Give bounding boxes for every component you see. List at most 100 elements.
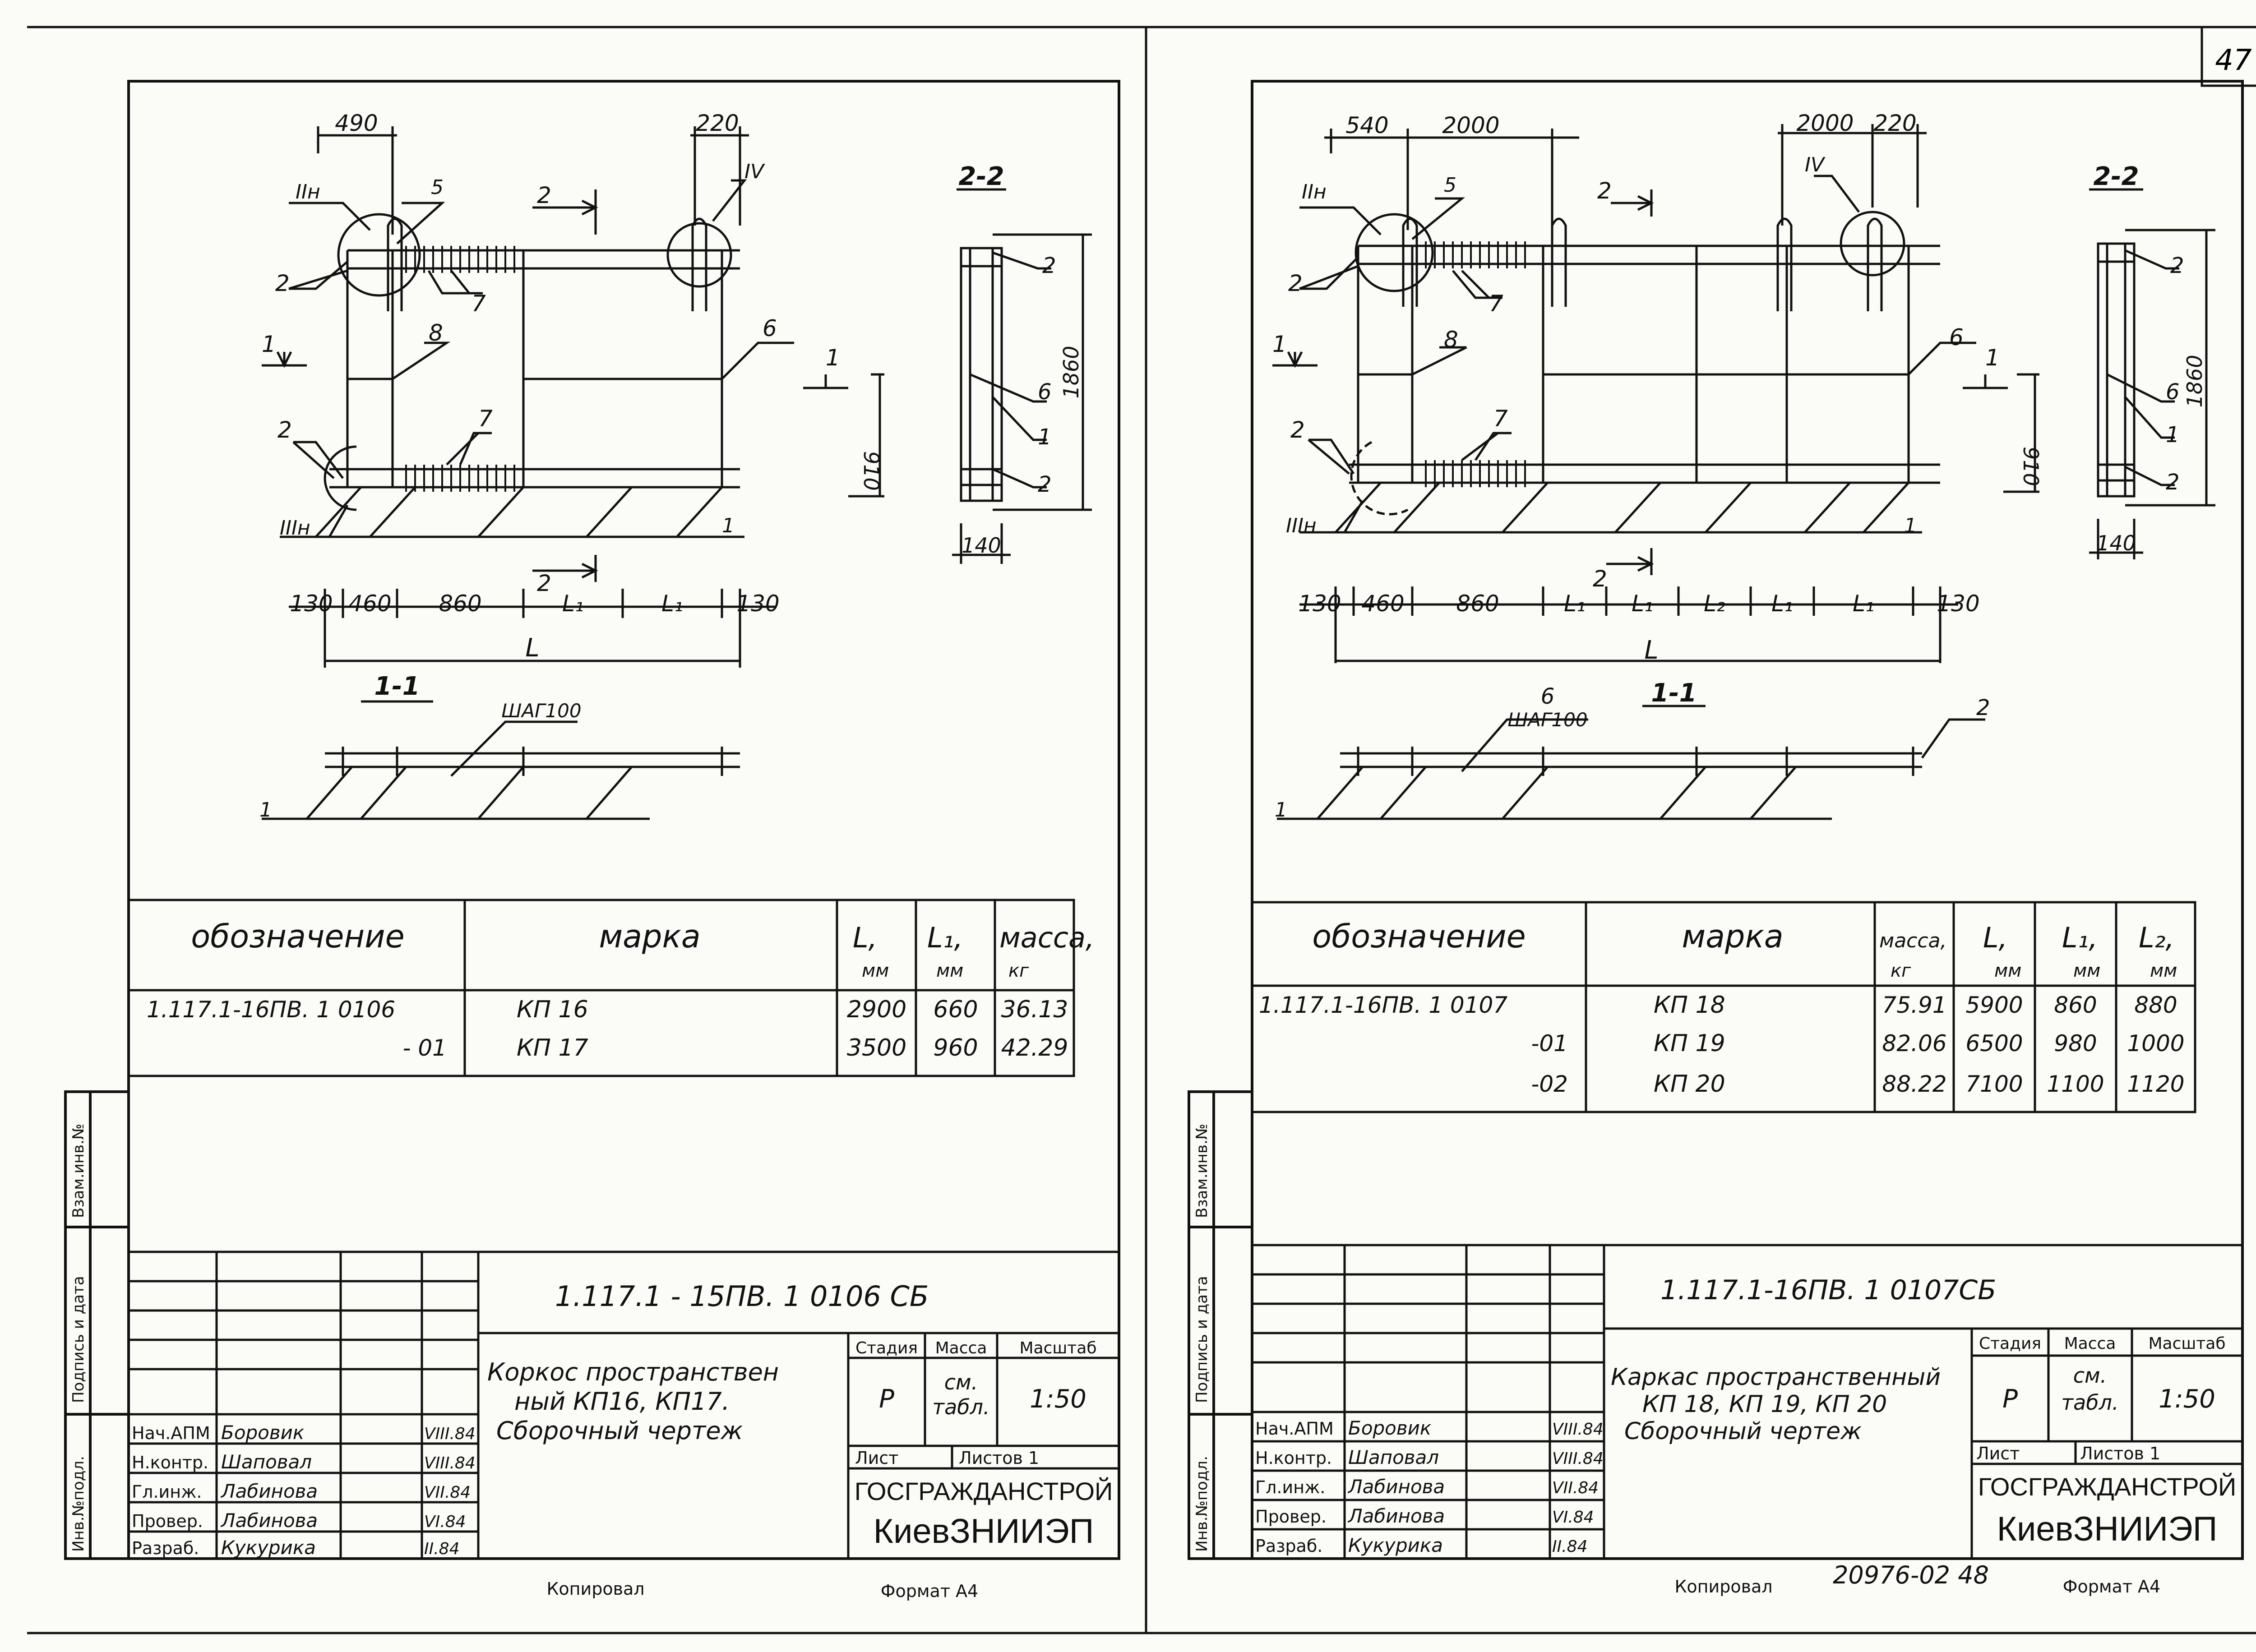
doc-title: Сборочный чертеж — [1624, 1418, 1862, 1445]
table-cell: 7100 — [1965, 1071, 2023, 1097]
callout-1: 1 — [1904, 514, 1917, 537]
top-dim: 490 — [335, 110, 378, 136]
person-name: Шаповал — [221, 1451, 312, 1473]
table-header: L₁, — [927, 921, 963, 954]
person-name: Боровик — [221, 1421, 305, 1444]
total-dim: L — [525, 633, 539, 663]
bottom-dim: L₁ — [562, 591, 584, 617]
callout-1: 1 — [2166, 422, 2180, 448]
table-cell: 6500 — [1965, 1030, 2023, 1057]
side-stamp-swap: Взам.инв.№ — [1193, 1124, 1211, 1218]
doc-title: КП 18, КП 19, КП 20 — [1642, 1391, 1887, 1418]
person-role: Нач.АПМ — [132, 1423, 210, 1443]
person-role: Гл.инж. — [132, 1482, 202, 1502]
person-name: Лабинова — [1347, 1505, 1445, 1527]
dim-1860: 1860 — [1059, 346, 1083, 398]
callout-7: 7 — [472, 291, 486, 317]
callout-5: 5 — [431, 176, 444, 199]
callout-4: IV — [1805, 153, 1826, 176]
bottom-dim: 860 — [1456, 591, 1499, 617]
table-cell: 980 — [2054, 1030, 2097, 1057]
person-name: Лабинова — [1347, 1476, 1445, 1498]
node-label: IIн — [1302, 180, 1327, 203]
person-date: II.84 — [1552, 1537, 1588, 1556]
section-mark: 2 — [1593, 566, 1607, 592]
person-role: Нач.АПМ — [1255, 1419, 1334, 1439]
table-cell: 3500 — [847, 1034, 906, 1061]
left-sheet — [64, 80, 1120, 1560]
callout-1: 1 — [1038, 425, 1052, 450]
callout-2: 2 — [1288, 270, 1303, 296]
table-unit: мм — [936, 960, 963, 981]
table-cell: 1.117.1-16ПВ. 1 0107 — [1259, 992, 1507, 1018]
table-header: L, — [853, 921, 877, 954]
table-cell: 88.22 — [1882, 1071, 1946, 1097]
person-date: VIII.84 — [1552, 1449, 1604, 1468]
doc-code: 1.117.1-16ПВ. 1 0107СБ — [1660, 1274, 1996, 1306]
callout-2: 2 — [1042, 253, 1056, 278]
bottom-dim: 460 — [1361, 591, 1404, 617]
side-stamp-signature: Подпись и дата — [69, 1276, 88, 1403]
dim-140: 140 — [2096, 531, 2136, 555]
doc-title: ный КП16, КП17. — [514, 1387, 730, 1416]
table-unit: кг — [1008, 960, 1029, 981]
callout-6: 6 — [1949, 324, 1964, 351]
table-header: марка — [599, 918, 700, 955]
mass-value: табл. — [2061, 1390, 2118, 1415]
org-1: ГОСГРАЖДАНСТРОЙ — [1978, 1472, 2237, 1501]
person-date: VIII.84 — [424, 1425, 476, 1443]
doc-code: 1.117.1 - 15ПВ. 1 0106 СБ — [555, 1280, 929, 1313]
section-mark: 1 — [1272, 331, 1287, 357]
right-sheet — [1188, 80, 2244, 1560]
section-title: 1-1 — [1651, 678, 1697, 708]
dim-140: 140 — [962, 533, 1001, 558]
table-unit: мм — [2073, 960, 2100, 981]
person-role: Разраб. — [132, 1538, 199, 1558]
table-header: L₂, — [2139, 921, 2174, 954]
table-cell: - 01 — [402, 1035, 447, 1061]
callout-7: 7 — [1489, 291, 1503, 317]
section-mark: 1 — [1985, 345, 2000, 371]
person-name: Боровик — [1348, 1417, 1432, 1439]
callout-7: 7 — [478, 406, 493, 432]
table-cell: КП 16 — [517, 996, 588, 1023]
callout-4: IV — [744, 160, 765, 183]
stage-label: Стадия — [855, 1339, 918, 1357]
table-cell: 82.06 — [1882, 1030, 1946, 1057]
bottom-dim: L₁ — [1632, 591, 1653, 617]
bottom-dim: L₁ — [1853, 591, 1874, 617]
callout-8: 8 — [429, 320, 443, 346]
table-cell: -02 — [1531, 1071, 1568, 1097]
table-cell: КП 18 — [1654, 992, 1725, 1019]
callout-1: 1 — [722, 514, 735, 537]
person-role: Провер. — [132, 1511, 203, 1531]
person-date: VIII.84 — [1552, 1420, 1604, 1439]
side-stamp-signature: Подпись и дата — [1193, 1276, 1211, 1403]
person-name: Лабинова — [220, 1480, 318, 1502]
table-header: марка — [1682, 918, 1783, 955]
bottom-dim: L₁ — [1564, 591, 1586, 617]
top-dim: 2000 — [1442, 112, 1499, 138]
table-unit: мм — [1994, 960, 2021, 981]
org-2: КиевЗНИИЭП — [874, 1512, 1094, 1550]
doc-title: Коркос пространствен — [487, 1358, 779, 1386]
org-2: КиевЗНИИЭП — [1997, 1510, 2218, 1548]
table-header: L, — [1983, 921, 2007, 954]
bottom-dim: L₁ — [1771, 591, 1793, 617]
table-cell: 1000 — [2127, 1030, 2184, 1057]
doc-title: Сборочный чертеж — [496, 1417, 743, 1445]
format-label: Формат А4 — [881, 1581, 978, 1601]
scale-label: Масштаб — [1019, 1339, 1096, 1357]
sheet-label: Лист — [1976, 1444, 2020, 1463]
table-cell: 1.117.1-16ПВ. 1 0106 — [147, 997, 395, 1023]
table-header: масса, — [1879, 929, 1947, 952]
callout-8: 8 — [1444, 327, 1458, 353]
callout-6: 6 — [2166, 379, 2180, 405]
person-role: Н.контр. — [1255, 1448, 1332, 1468]
format-label: Формат А4 — [2063, 1577, 2160, 1597]
person-role: Провер. — [1255, 1507, 1327, 1527]
person-date: II.84 — [424, 1540, 460, 1558]
side-stamp-inventory: Инв.№подл. — [1193, 1456, 1211, 1552]
person-name: Кукурика — [221, 1537, 316, 1559]
